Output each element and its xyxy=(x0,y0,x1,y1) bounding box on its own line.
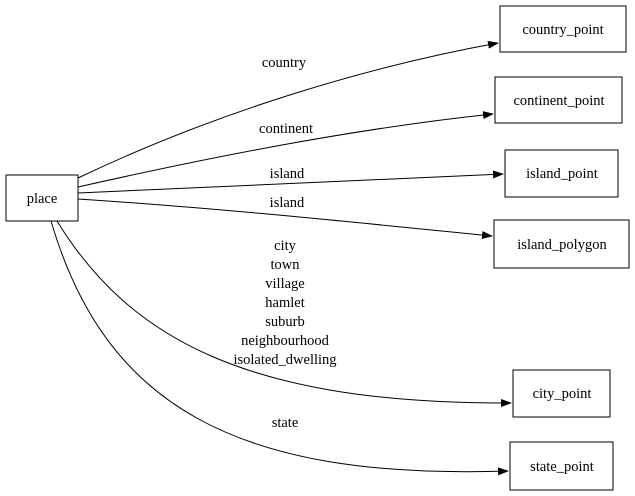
node-country-point-box xyxy=(499,5,627,53)
node-island-polygon-label: island_polygon xyxy=(517,237,607,253)
edge-label-state: state xyxy=(272,415,299,431)
edge-label-suburb-line: suburb xyxy=(265,314,304,330)
edge-place-continent_point xyxy=(77,111,494,188)
node-state-point-label: state_point xyxy=(530,459,594,475)
node-island-polygon-box xyxy=(493,219,630,269)
edge-place-city_point xyxy=(56,220,512,408)
edge-label-village-line: village xyxy=(265,276,304,292)
edge-label-town-line: town xyxy=(271,257,301,273)
edge-place-country_point xyxy=(77,40,499,179)
node-city-point-label: city_point xyxy=(533,386,592,402)
edge-label-hamlet-line: hamlet xyxy=(265,295,304,311)
edge-label-city-line: city xyxy=(274,238,296,254)
edge-label-city-multiline: city town village hamlet suburb neighbou… xyxy=(233,238,336,368)
node-city-point: city_point xyxy=(512,369,611,418)
node-city-point-box xyxy=(512,369,611,418)
node-country-point: country_point xyxy=(499,5,627,53)
node-continent-point-box xyxy=(494,76,623,124)
edge-place-state_point xyxy=(50,220,509,476)
node-state-point-box xyxy=(509,441,614,491)
node-place-box xyxy=(5,174,79,222)
node-island-point: island_point xyxy=(504,149,619,198)
node-island-point-label: island_point xyxy=(526,166,598,182)
edge-label-continent: continent xyxy=(259,121,313,137)
edge-place-island_point xyxy=(77,170,504,194)
edge-label-island-polygon: island xyxy=(270,195,305,211)
node-place: place xyxy=(5,174,79,222)
node-island-polygon: island_polygon xyxy=(493,219,630,269)
node-country-point-label: country_point xyxy=(522,22,603,38)
edge-label-isolated-dwelling-line: isolated_dwelling xyxy=(233,352,336,368)
node-continent-point: continent_point xyxy=(494,76,623,124)
node-place-label: place xyxy=(27,191,58,207)
node-island-point-box xyxy=(504,149,619,198)
edge-label-island-point: island xyxy=(270,166,305,182)
edge-place-island_polygon xyxy=(77,198,493,240)
node-continent-point-label: continent_point xyxy=(513,93,604,109)
edge-label-neighbourhood-line: neighbourhood xyxy=(241,333,330,349)
node-state-point: state_point xyxy=(509,441,614,491)
edge-label-country: country xyxy=(262,55,307,71)
